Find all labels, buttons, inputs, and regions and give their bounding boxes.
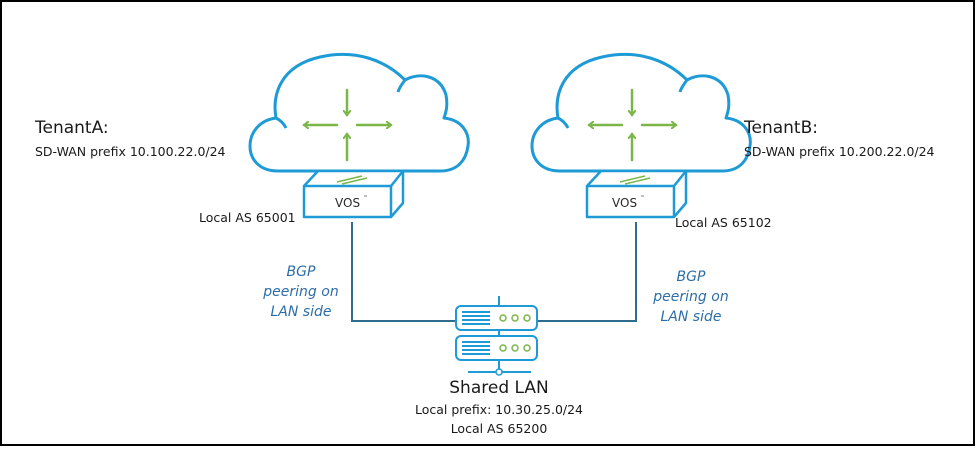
link-tenant-b-to-lan [536,222,637,322]
shared-lan-title: Shared LAN [449,378,549,398]
tenant-b-routing-arrows-icon [589,88,676,162]
tenant-b-title: TenantB: [744,118,818,138]
bgp-right-line2: peering on [653,289,729,305]
tenant-a-vos-label: VOS [335,196,360,210]
tenant-a-cloud-icon [248,52,470,173]
shared-lan-local-as: Local AS 65200 [450,421,548,436]
tenant-a-vos-tm: ™ [363,195,368,201]
tenant-a-prefix: SD-WAN prefix 10.100.22.0/24 [35,144,226,159]
bgp-right-line3: LAN side [660,309,722,325]
tenant-a-routing-arrows-icon [304,88,391,162]
bgp-left-line1: BGP [286,264,316,280]
tenant-a-title: TenantA: [35,118,109,138]
tenant-b-vos-device-icon: VOS ™ [585,169,688,219]
bgp-right-line1: BGP [676,269,706,285]
tenant-a-vos-device-icon: VOS ™ [302,169,405,219]
bgp-left-label: BGP peering on LAN side [256,262,346,322]
tenant-b-cloud-icon [530,52,752,173]
bgp-right-label: BGP peering on LAN side [646,267,736,327]
tenant-b-vos-label: VOS [612,196,637,210]
bgp-left-line3: LAN side [270,304,332,320]
tenant-b-vos-tm: ™ [640,195,645,201]
bgp-left-line2: peering on [263,284,339,300]
bgp-link-lines [351,222,637,322]
shared-lan-server-icon [455,296,538,376]
tenant-b-local-as: Local AS 65102 [675,215,772,230]
link-tenant-a-to-lan [351,222,457,322]
shared-lan-prefix: Local prefix: 10.30.25.0/24 [414,402,584,417]
tenant-a-local-as: Local AS 65001 [199,210,296,225]
tenant-b-prefix: SD-WAN prefix 10.200.22.0/24 [744,144,935,159]
